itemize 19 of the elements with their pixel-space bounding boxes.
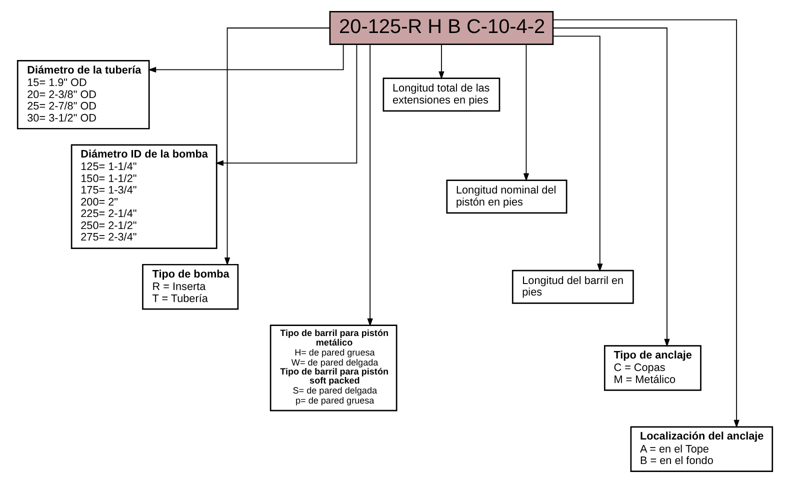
arrow xyxy=(148,44,344,73)
node-box: Tipo de bomba R = Inserta T = Tubería xyxy=(142,264,239,310)
node-box: Longitud total de las extensiones en pies xyxy=(382,78,500,112)
arrow xyxy=(523,44,530,182)
arrow xyxy=(438,44,444,80)
arrow xyxy=(552,19,740,428)
arrow xyxy=(367,44,373,327)
node-box: Diámetro de la tubería 15= 1.9" OD 20= 2-3/8" OD 25= 2-7/8" OD 30= 3-1/2" OD xyxy=(16,60,150,130)
arrow xyxy=(552,28,670,348)
node-box: Tipo de anclaje C = Copas M = Metálico xyxy=(604,345,702,391)
node-box: Longitud nominal del pistón en pies xyxy=(446,180,568,214)
node-box: Longitud del barril en pies xyxy=(512,270,634,304)
node-box: Localización del anclaje A = en el Tope B = en el fondo xyxy=(630,426,774,472)
arrow xyxy=(224,28,330,266)
node-box: Tipo de barril para pistón metálico H= de pared gruesa W= de pared delgada Tipo de barril para pistón soft packed S= de pared delgada p= de pared gruesa xyxy=(270,324,398,412)
arrow xyxy=(215,44,358,166)
node-box: Diámetro ID de la bomba 125= 1-1/4" 150= 1-1/2" 175= 1-3/4" 200= 2" 225= 2-1/4" 250= 2-1/2" 275= 2-3/4" xyxy=(70,144,218,249)
arrow xyxy=(552,36,603,272)
node-box: 20-125-R H B C-10-4-2 xyxy=(329,11,554,45)
